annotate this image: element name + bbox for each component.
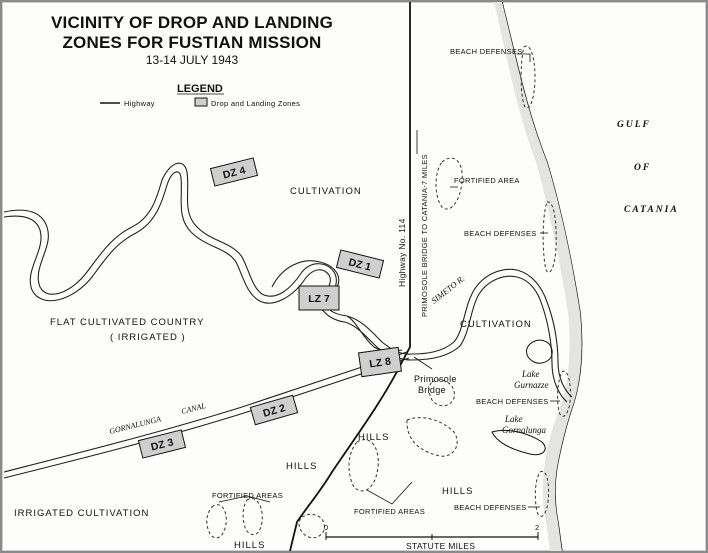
label-flat-country: FLAT CULTIVATED COUNTRY xyxy=(50,317,204,328)
beach-def-outline-4 xyxy=(534,470,550,517)
beach-def-outline-1 xyxy=(520,45,536,109)
label-lake-gornalunga-2: Gornalunga xyxy=(502,425,547,435)
lake-gurnazze xyxy=(526,339,553,364)
label-irrigated-cultivation: IRRIGATED CULTIVATION xyxy=(14,508,149,519)
beach-def-outline-3 xyxy=(557,370,571,417)
label-hills-2: HILLS xyxy=(286,461,317,472)
zone-dz3-label: DZ 3 xyxy=(150,436,175,453)
label-primosole-2: Bridge xyxy=(418,385,446,395)
river-loop xyxy=(271,260,340,288)
label-hills-3: HILLS xyxy=(442,486,473,497)
zone-dz1: DZ 1 xyxy=(335,249,385,279)
label-lake-gurnazze-2: Gurnazze xyxy=(514,380,549,390)
ptr-beach-1 xyxy=(517,53,531,62)
scale-start: 0 xyxy=(324,523,328,532)
label-hills-4: HILLS xyxy=(234,540,265,551)
zone-dz4: DZ 4 xyxy=(209,157,259,187)
label-gulf: GULF xyxy=(617,120,651,130)
zone-lz8-label: LZ 8 xyxy=(369,356,392,371)
ptr-primosole xyxy=(413,356,433,370)
fortified-area-sw1-outline xyxy=(206,504,227,539)
label-fortified-areas-s: FORTIFIED AREAS xyxy=(354,507,425,516)
fortified-area-sw3-outline xyxy=(298,513,325,539)
label-hills-1: HILLS xyxy=(358,432,389,443)
zone-dz4-label: DZ 4 xyxy=(222,164,247,181)
label-lake-gornalunga-1: Lake xyxy=(504,414,523,424)
legend-heading: LEGEND xyxy=(177,83,223,95)
zone-lz7-label: LZ 7 xyxy=(308,293,330,305)
fortified-area-s1-outline xyxy=(348,439,379,492)
label-primosole-1: Primosole xyxy=(414,374,457,384)
gornalunga-canal-bank xyxy=(3,357,410,479)
zone-dz1-label: DZ 1 xyxy=(347,256,372,273)
simeto-river xyxy=(3,162,573,398)
legend-highway-label: Highway xyxy=(124,99,155,108)
ptr-fortified-sw xyxy=(218,495,271,503)
zone-dz2: DZ 2 xyxy=(249,394,299,426)
label-cultivation-north: CULTIVATION xyxy=(290,186,362,197)
label-beach-def-3: BEACH DEFENSES xyxy=(476,397,549,406)
title-date: 13-14 JULY 1943 xyxy=(146,53,239,67)
fortified-area-s2-outline xyxy=(406,417,458,457)
beach-def-outline-2 xyxy=(542,201,557,273)
hills-east-outline xyxy=(428,379,455,407)
zone-dz3: DZ 3 xyxy=(137,429,187,459)
simeto-river-bank xyxy=(3,171,568,403)
label-primosole-catania: PRIMOSOLE BRIDGE TO CATANIA-7 MILES xyxy=(420,154,429,317)
scale-end: 2 xyxy=(535,523,539,532)
legend-zone-swatch xyxy=(194,97,208,107)
label-irrigated: ( IRRIGATED ) xyxy=(110,332,186,343)
scale-bar: 0 2 STATUTE MILES xyxy=(324,523,539,551)
lake-gornalunga xyxy=(491,429,546,456)
title-line-1: VICINITY OF DROP AND LANDING xyxy=(51,13,333,32)
label-lake-gurnazze-1: Lake xyxy=(521,369,540,379)
label-beach-def-1: BEACH DEFENSES xyxy=(450,47,523,56)
zone-lz7: LZ 7 xyxy=(298,285,340,311)
gornalunga-canal xyxy=(3,351,408,473)
label-of: OF xyxy=(634,163,651,173)
zone-lz8: LZ 8 xyxy=(357,346,403,378)
highway-114 xyxy=(289,2,411,551)
legend-zone-label: Drop and Landing Zones xyxy=(211,99,300,108)
label-simeto: SIMETO R. xyxy=(429,273,466,305)
label-cultivation-east: CULTIVATION xyxy=(460,319,532,330)
label-fortified-areas-sw: FORTIFIED AREAS xyxy=(212,491,283,500)
label-fortified-area-n: FORTIFIED AREA xyxy=(454,176,520,185)
fortified-area-n-outline xyxy=(435,157,463,210)
label-beach-def-2: BEACH DEFENSES xyxy=(464,229,537,238)
scale-label: STATUTE MILES xyxy=(406,541,475,551)
label-beach-def-4: BEACH DEFENSES xyxy=(454,503,527,512)
ptr-fortified-s xyxy=(366,481,413,505)
label-canal: CANAL xyxy=(180,401,207,416)
label-highway-no: Highway No. 114 xyxy=(397,218,407,287)
label-catania: CATANIA xyxy=(624,205,679,215)
title-line-2: ZONES FOR FUSTIAN MISSION xyxy=(62,33,321,52)
fortified-area-sw2-outline xyxy=(242,498,263,536)
